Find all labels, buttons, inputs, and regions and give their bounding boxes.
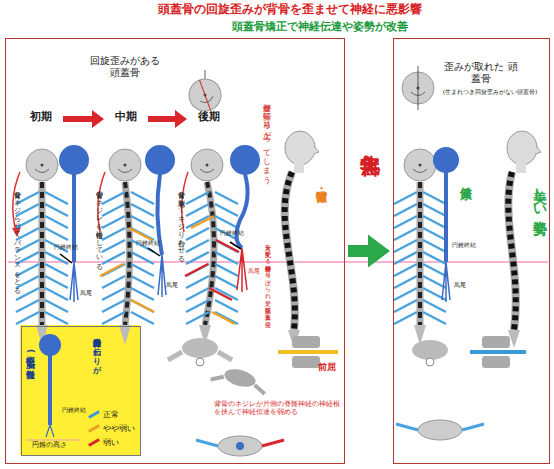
flow-arrow: [148, 110, 187, 128]
legend-box: 中枢(脳と脊髄) 円錐終結円錐の高さ 脊髄神経の伝わりが: [21, 326, 141, 456]
subtitle: 頭蓋骨矯正で神経伝達や姿勢が改善: [150, 21, 490, 34]
side-view-healthy: [396, 131, 541, 440]
legend-text: 正常: [103, 410, 119, 419]
node-text: 脊髄神経の伝わりが: [92, 333, 101, 369]
annotation: 馬尾: [248, 268, 260, 275]
annotation: 背骨を刺激してネジり合わせる: [177, 186, 185, 258]
node-text: 初期: [23, 111, 59, 124]
annotation: 馬尾: [166, 282, 178, 289]
node-text: 回旋歪みがある 頭蓋骨: [84, 55, 166, 78]
legend-swatch: [88, 424, 100, 433]
title: 頭蓋骨の回旋歪みが背骨を歪ませて神経に悪影響: [80, 3, 500, 17]
legend-row: やや弱い: [88, 419, 135, 437]
node-text: 後期: [191, 111, 227, 124]
spine-healthy: [394, 147, 459, 345]
annotation: 背骨をネジらせてバランスをとる: [13, 186, 21, 290]
skull-corrected: [402, 66, 434, 110]
stage-label-box: 初期: [23, 111, 59, 127]
spine-early: [12, 145, 89, 345]
node-text: 歪みが取れた 頭蓋骨: [442, 61, 520, 84]
annotation: 足方を支配する脊髄神経が吊り上げられ足や下腹部に異常を発症: [264, 240, 271, 330]
annotation: 前屈: [318, 362, 336, 372]
node-text: 中枢(脳と脊髄): [26, 349, 36, 367]
annotation: 円錐終結: [54, 244, 78, 251]
spine-late: [182, 145, 260, 345]
annotation: 円錐終結: [220, 230, 244, 237]
legend-swatch: [88, 438, 100, 447]
node-text: 中期: [108, 111, 144, 124]
legend-row: 正常: [88, 405, 119, 423]
legend-row: 弱い: [88, 433, 119, 451]
legend-panel-fill: [20, 325, 140, 455]
legend-symbol: [26, 334, 80, 440]
node-text: 円錐の高さ: [32, 441, 67, 449]
node-text: (生まれつき回旋歪みがない頭蓋骨): [432, 89, 548, 96]
vertebra-views: [168, 336, 338, 456]
annotation: 馬尾: [454, 282, 466, 289]
stage-label-box: 後期: [191, 111, 227, 127]
annotation: 馬尾: [80, 290, 92, 297]
annotation: 円錐終結: [452, 242, 476, 249]
legend-text: やや弱い: [103, 424, 135, 433]
flow-arrow: [63, 110, 104, 128]
annotation: 脊髄が頭方に吊り上がってしまう: [262, 98, 271, 179]
cone-level-line: [8, 261, 548, 263]
annotation: 円錐終結: [136, 240, 160, 247]
annotation: 背骨のネジレが片側の脊髄神経の神経根を挟んで神経伝達を弱める: [214, 400, 342, 416]
flow-arrow: [348, 235, 390, 268]
annotation: 背骨のネジレを進行中にしている: [95, 186, 103, 266]
spine-middle: [98, 145, 175, 345]
side-view-bent: [285, 131, 319, 348]
legend-swatch: [88, 410, 100, 419]
stage-label-box: 中期: [108, 111, 144, 127]
panel-box: 歪みが取れた 頭蓋骨 (生まれつき回旋歪みがない頭蓋骨): [393, 38, 550, 464]
annotation: 美しい姿勢: [532, 178, 548, 210]
node-text: 円錐終結: [62, 407, 86, 414]
legend-text: 弱い: [103, 438, 119, 447]
